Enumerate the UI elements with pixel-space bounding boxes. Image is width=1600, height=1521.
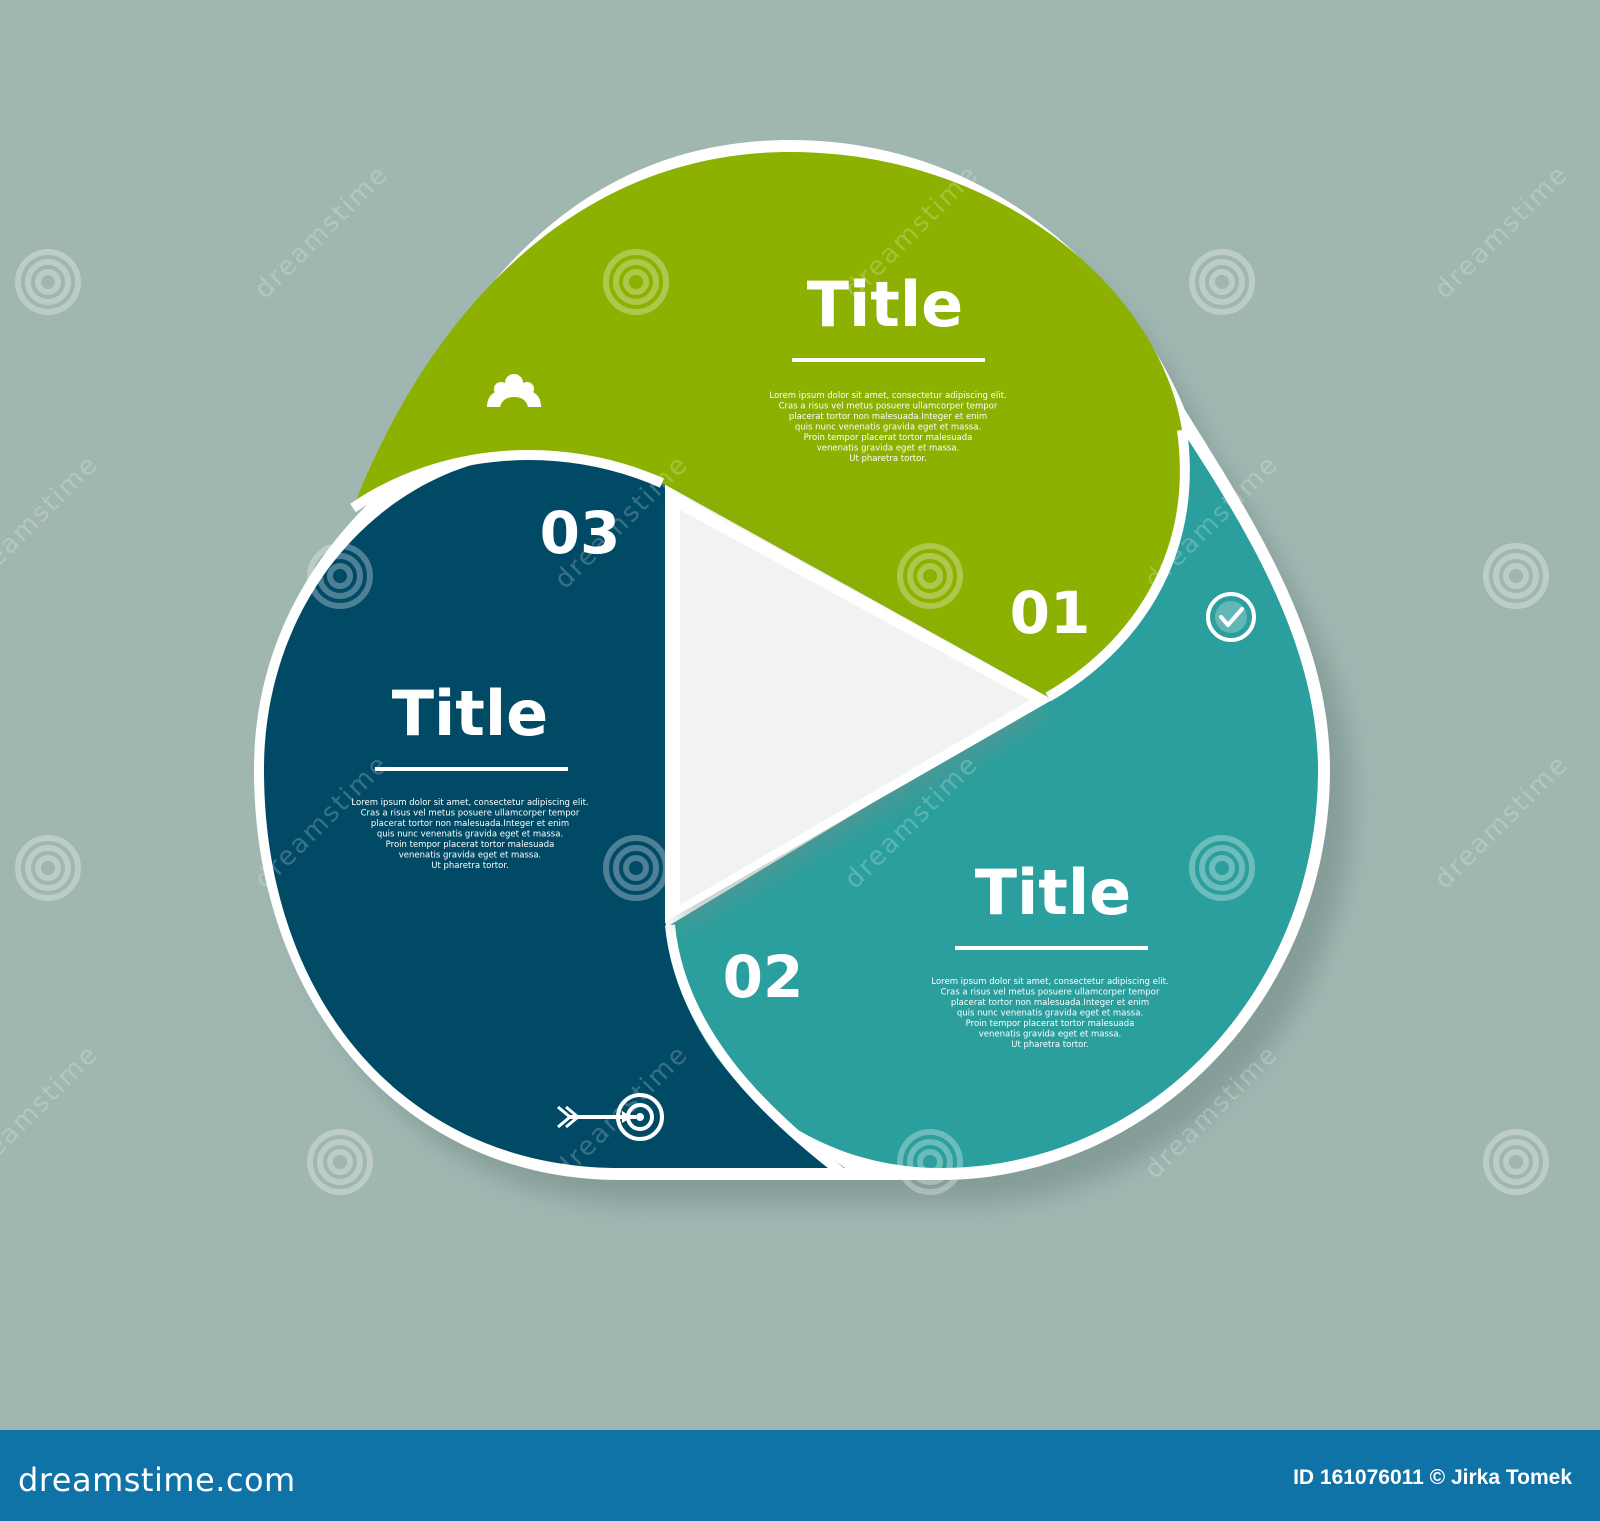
- watermark-logo-icon: [1189, 249, 1255, 315]
- watermark-logo-icon: [603, 835, 669, 901]
- watermark-logo-icon: [307, 1129, 373, 1195]
- watermark-text: dreamstime: [0, 1039, 105, 1185]
- target-arrow-icon: [557, 1093, 664, 1141]
- seam-green-navy: [350, 450, 665, 513]
- segment-03-body: Lorem ipsum dolor sit amet, consectetur …: [351, 798, 588, 871]
- segment-01-body-line: venenatis gravida eget et massa.: [817, 444, 960, 454]
- segment-01-title: Title: [807, 268, 963, 341]
- watermark-logo-icon: [897, 543, 963, 609]
- segment-01-body-line: quis nunc venenatis gravida eget et mass…: [795, 423, 981, 433]
- segment-03-number: 03: [540, 499, 621, 567]
- segment-03-body-line: Ut pharetra tortor.: [431, 861, 509, 871]
- person-icon: [487, 374, 541, 407]
- watermark-logo-icon: [603, 249, 669, 315]
- watermark-logo-icon: [15, 835, 81, 901]
- seam-green-teal: [1045, 429, 1190, 702]
- segment-02-body-line: Lorem ipsum dolor sit amet, consectetur …: [931, 977, 1168, 987]
- segment-02-shape[interactable]: [670, 430, 1318, 1168]
- segment-01-body-line: Lorem ipsum dolor sit amet, consectetur …: [769, 391, 1006, 401]
- segment-01-shape[interactable]: [353, 152, 1185, 697]
- segment-02-body-line: venenatis gravida eget et massa.: [979, 1030, 1122, 1040]
- center-triangle-shade: [680, 510, 1030, 905]
- segment-03-body-line: venenatis gravida eget et massa.: [399, 851, 542, 861]
- segment-03-body-line: Lorem ipsum dolor sit amet, consectetur …: [351, 798, 588, 808]
- segment-02-body-line: Ut pharetra tortor.: [1011, 1040, 1089, 1050]
- segment-01-body-line: placerat tortor non malesuada.Integer et…: [789, 412, 987, 422]
- footer-brand-logo[interactable]: dreamstime.com: [18, 1461, 296, 1499]
- clock-icon: [1206, 592, 1256, 642]
- segment-03-body-line: quis nunc venenatis gravida eget et mass…: [377, 830, 563, 840]
- cycle-diagram: dreamstime dreamstime dreamstime dreamstime…: [0, 140, 1575, 1205]
- watermark-text: dreamstime: [1429, 749, 1575, 895]
- seam-teal-navy: [665, 924, 849, 1179]
- segment-03-title: Title: [392, 677, 548, 750]
- segment-03-body-line: placerat tortor non malesuada.Integer et…: [371, 819, 569, 829]
- watermark-logo-icon: [15, 249, 81, 315]
- segment-03-body-line: Proin tempor placerat tortor malesuada: [386, 840, 555, 850]
- watermark-logo-icon: [897, 1129, 963, 1195]
- segment-02-body-line: Proin tempor placerat tortor malesuada: [966, 1019, 1135, 1029]
- watermark-logo-icon: [1483, 543, 1549, 609]
- segment-01-body-line: Proin tempor placerat tortor malesuada: [804, 433, 973, 443]
- segment-02-body-line: quis nunc venenatis gravida eget et mass…: [957, 1009, 1143, 1019]
- segment-02-body-line: Cras a risus vel metus posuere ullamcorp…: [941, 988, 1160, 998]
- segment-03-body-line: Cras a risus vel metus posuere ullamcorp…: [361, 809, 580, 819]
- segment-02-body-line: placerat tortor non malesuada.Integer et…: [951, 998, 1149, 1008]
- watermark-text: dreamstime: [1429, 159, 1575, 305]
- footer-credit: ID 161076011 © Jirka Tomek: [1293, 1466, 1572, 1489]
- segment-01-number: 01: [1010, 579, 1091, 647]
- segment-02-title: Title: [975, 856, 1131, 929]
- watermark-logo-icon: [1483, 1129, 1549, 1195]
- watermark-logo-icon: [1189, 835, 1255, 901]
- watermark-text: dreamstime: [0, 449, 105, 595]
- watermark-logo-icon: [307, 543, 373, 609]
- segment-02-number: 02: [723, 943, 804, 1011]
- footer-bar: [0, 1430, 1600, 1521]
- watermark-text: dreamstime: [249, 159, 395, 305]
- segment-03-shape[interactable]: [264, 453, 845, 1168]
- segment-01-body-line: Cras a risus vel metus posuere ullamcorp…: [779, 402, 998, 412]
- segment-01-body: Lorem ipsum dolor sit amet, consectetur …: [769, 391, 1006, 464]
- segment-02-body: Lorem ipsum dolor sit amet, consectetur …: [931, 977, 1168, 1050]
- segment-01-body-line: Ut pharetra tortor.: [849, 454, 927, 464]
